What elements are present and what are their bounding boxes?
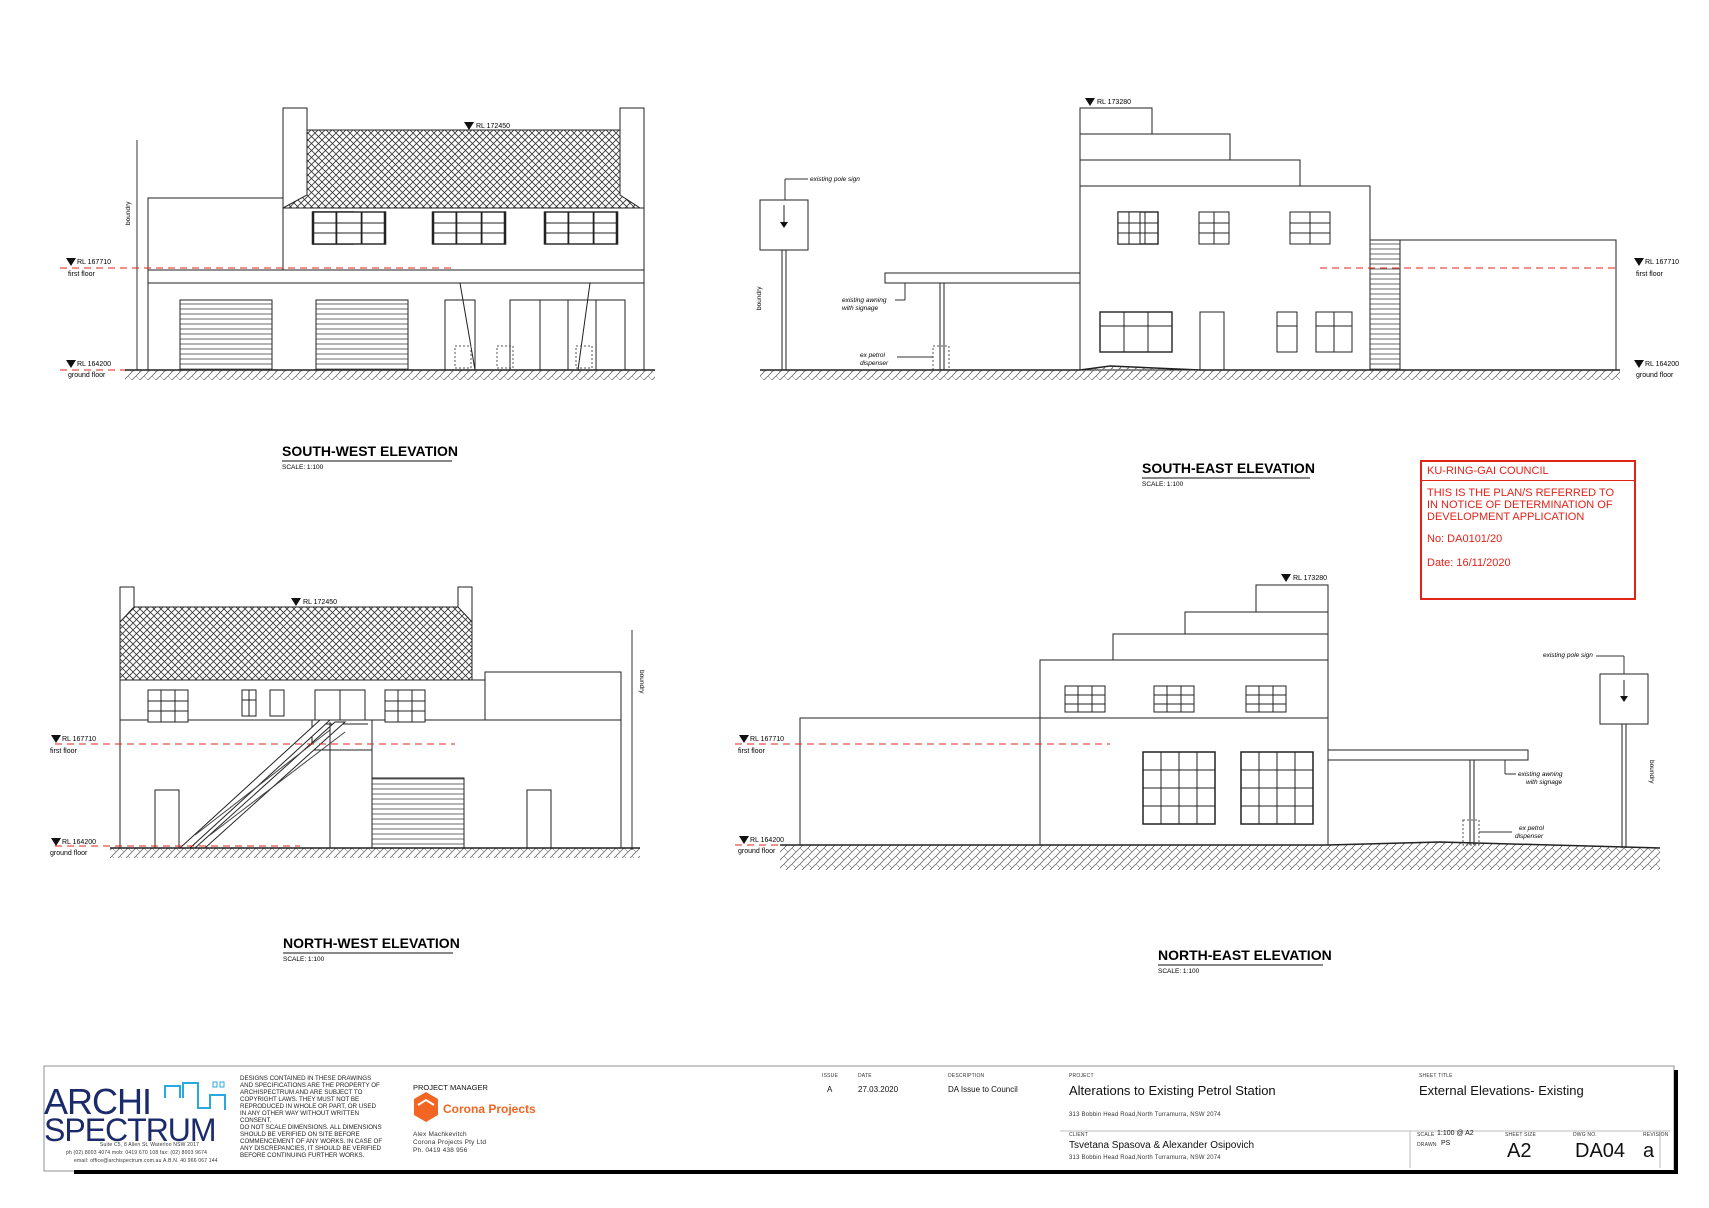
ground-floor-label: ground floor: [738, 848, 776, 855]
title-block-frame: [43, 1065, 1678, 1174]
awning-note: existing awning: [842, 297, 887, 304]
petrol-note: ex petrol: [860, 352, 885, 359]
south-west-elevation: boundry RL 172450 RL 167710 first floor …: [60, 107, 655, 471]
boundary-label: boundry: [756, 286, 763, 310]
ground-floor-label: ground floor: [50, 850, 88, 857]
stamp-date: Date: 16/11/2020: [1427, 557, 1511, 569]
sheet-size-label: SHEET SIZE: [1505, 1132, 1537, 1138]
scale-label: SCALE: 1:100: [283, 956, 325, 963]
council-approval-stamp: KU-RING-GAI COUNCIL THIS IS THE PLAN/S R…: [1420, 460, 1636, 600]
sheet-title-label: SHEET TITLE: [1419, 1073, 1453, 1079]
sheet-size: A2: [1507, 1140, 1532, 1162]
scale-label: SCALE: 1:100: [1158, 968, 1200, 975]
date-label: DATE: [858, 1073, 872, 1079]
north-west-elevation: boundry RL 172450 RL 167710 first floor …: [50, 586, 645, 963]
first-floor-label: first floor: [738, 748, 766, 755]
south-east-elevation: existing pole sign existing awning with …: [756, 98, 1679, 488]
pm-firm: Corona Projects Pty Ltd: [413, 1139, 487, 1146]
boundary-label: boundry: [638, 670, 645, 694]
issue-value: A: [827, 1085, 833, 1094]
firm-phone: ph (02) 8003 4074 mob: 0419 670 108 fax:…: [66, 1150, 208, 1156]
pm-name: Alex Machkevitch: [413, 1131, 467, 1138]
rl-top-label: RL 172450: [303, 599, 337, 606]
pole-sign-note: existing pole sign: [810, 176, 860, 183]
rl-first-label: RL 167710: [750, 736, 784, 743]
revision-label: REVISION: [1643, 1132, 1669, 1138]
firm-address: Suite C5, 8 Allen St, Waterloo NSW 2017: [100, 1142, 200, 1148]
revision-value: a: [1643, 1140, 1655, 1162]
stamp-number: No: DA0101/20: [1427, 533, 1503, 545]
petrol-note-2: dispenser: [860, 360, 889, 367]
client-name: Tsvetana Spasova & Alexander Osipovich: [1069, 1140, 1255, 1151]
rl-ground-label: RL 164200: [62, 839, 96, 846]
pole-sign-note: existing pole sign: [1543, 652, 1593, 659]
rl-ground-label: RL 164200: [750, 837, 784, 844]
pm-label: PROJECT MANAGER: [413, 1083, 488, 1092]
scale-value: 1:100 @ A2: [1437, 1130, 1474, 1137]
date-value: 27.03.2020: [858, 1085, 899, 1094]
scale-label: SCALE: 1:100: [282, 464, 324, 471]
description-value: DA Issue to Council: [948, 1085, 1018, 1094]
description-label: DESCRIPTION: [948, 1073, 985, 1079]
firm-email: email: office@archispectrum.com.au A.B.N…: [74, 1158, 218, 1164]
project-address: 313 Bobbin Head Road,North Turramurra, N…: [1069, 1112, 1221, 1118]
rl-top-label: RL 172450: [476, 123, 510, 130]
rl-ground-label: RL 164200: [1645, 361, 1679, 368]
awning-note-2: with signage: [842, 305, 879, 312]
pm-phone: Ph. 0419 438 956: [413, 1147, 468, 1154]
rl-top-label: RL 173280: [1097, 99, 1131, 106]
awning-note-2: with signage: [1526, 779, 1563, 786]
drawn-label: DRAWN: [1417, 1142, 1437, 1148]
rl-first-label: RL 167710: [77, 259, 111, 266]
client-label: CLIENT: [1069, 1132, 1088, 1138]
elevation-title: SOUTH-WEST ELEVATION: [282, 443, 458, 459]
first-floor-label: first floor: [68, 271, 96, 278]
rl-first-label: RL 167710: [1645, 259, 1679, 266]
drawn-value: PS: [1441, 1140, 1451, 1147]
pm-company: Corona Projects: [443, 1102, 536, 1116]
issue-label: ISSUE: [822, 1073, 839, 1079]
sheet-title: External Elevations- Existing: [1419, 1083, 1584, 1098]
stamp-text: THIS IS THE PLAN/S REFERRED TO IN NOTICE…: [1427, 487, 1615, 523]
ground-floor-label: ground floor: [1636, 372, 1674, 379]
elevation-title: SOUTH-EAST ELEVATION: [1142, 460, 1315, 476]
logo-text-spectrum: SPECTRUM: [44, 1112, 217, 1148]
drawing-number: DA04: [1575, 1140, 1626, 1162]
boundary-label: boundry: [1648, 760, 1655, 784]
rl-top-label: RL 173280: [1293, 575, 1327, 582]
first-floor-label: first floor: [1636, 271, 1664, 278]
petrol-note-2: dispenser: [1515, 833, 1544, 840]
elevation-title: NORTH-EAST ELEVATION: [1158, 947, 1332, 963]
copyright-disclaimer: DESIGNS CONTAINED IN THESE DRAWINGS AND …: [240, 1075, 383, 1159]
awning-note: existing awning: [1518, 771, 1563, 778]
scale-label: SCALE: 1:100: [1142, 481, 1184, 488]
petrol-note: ex petrol: [1519, 825, 1544, 832]
north-east-elevation: existing pole sign existing awning with …: [735, 574, 1661, 975]
rl-first-label: RL 167710: [62, 736, 96, 743]
first-floor-label: first floor: [50, 748, 78, 755]
scale-label: SCALE: [1417, 1132, 1435, 1138]
stamp-council: KU-RING-GAI COUNCIL: [1422, 462, 1634, 481]
boundary-label: boundry: [125, 201, 132, 225]
rl-ground-label: RL 164200: [77, 361, 111, 368]
logo-text-archi: ARCHI: [44, 1081, 152, 1122]
elevation-title: NORTH-WEST ELEVATION: [283, 935, 460, 951]
drawing-number-label: DWG NO.: [1573, 1132, 1597, 1138]
project-label: PROJECT: [1069, 1073, 1094, 1079]
ground-floor-label: ground floor: [68, 372, 106, 379]
client-address: 313 Bobbin Head Road,North Turramurra, N…: [1069, 1155, 1221, 1161]
project-title: Alterations to Existing Petrol Station: [1069, 1083, 1276, 1098]
